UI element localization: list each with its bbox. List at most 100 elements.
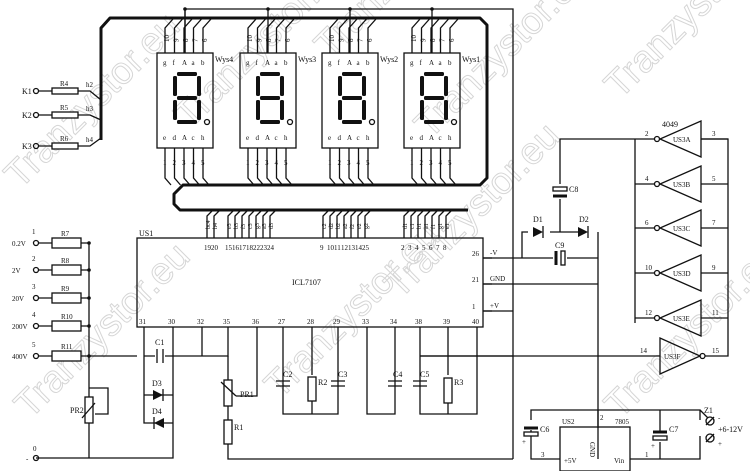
display-pin-wire [430,148,438,186]
pin-number: 27 [278,318,286,326]
pin-wire [262,209,270,238]
digit-segment [444,76,448,96]
display-pin-number: 9 [338,38,346,42]
input-terminal[interactable] [32,266,40,274]
display-pin-number: 8 [265,38,273,42]
display-pin-wire [285,18,295,53]
svg-text:D3: D3 [152,379,162,388]
segment-label: c [275,134,278,142]
resistor-label: R7 [61,230,70,238]
svg-text:C1: C1 [155,338,164,347]
pin-wire [438,209,446,238]
digit-segment [424,120,444,124]
segment-label: d [256,134,260,142]
range-number: 5 [32,341,36,349]
display-pin-wire [367,148,375,186]
watermark-text: Tranzystor.eu [0,5,188,196]
display-pin-number: 10 [410,35,418,43]
input-terminal[interactable] [32,322,40,330]
pin-number: 24 [267,244,275,252]
svg-text:R1: R1 [234,423,243,432]
key-wire [38,90,102,101]
segment-label: f [256,59,259,67]
pin-number: 11 [334,244,341,252]
power-connector-z1[interactable]: Z1 - +6-12V + [704,406,743,448]
display-label: Wys1 [462,55,480,64]
input-terminal[interactable] [32,239,40,247]
segment-label: f [173,59,176,67]
svg-text:C2: C2 [283,370,292,379]
pin-number: 38 [415,318,423,326]
gate-output-pin: 5 [712,175,716,183]
segment-label: A [429,134,434,142]
segment-label: A [347,59,352,67]
display-pin-number: 4 [357,159,361,167]
resistor [51,237,82,249]
signal-label: f1 [430,224,437,229]
gate-output-pin: 7 [712,219,716,227]
signal-label: h4 [213,223,219,229]
segment-label: b [448,59,452,67]
range-label: 20V [12,295,24,303]
capacitor-c9: C9 [554,241,566,266]
svg-text:PR1: PR1 [240,390,254,399]
gate-output-pin: 3 [712,130,716,138]
display-pin-wire [348,18,358,53]
digit-segment [338,76,342,96]
display-pin-wire [449,18,459,53]
gate-name: US3A [673,136,691,144]
pin-number: 22 [253,244,261,252]
segment-label: b [366,59,370,67]
signal-label: g2 [364,223,370,229]
pin-number: 23 [260,244,268,252]
resistor-r2: R2 [307,376,327,402]
display-pin-number: 5 [448,159,452,167]
resistor-label: R6 [60,135,69,143]
input-terminal[interactable] [32,352,40,360]
svg-text:PR2: PR2 [70,406,84,415]
gate-input-pin: 14 [640,347,648,355]
display-pin-wire [164,148,172,186]
digit-segment [260,120,280,124]
key-terminal[interactable] [32,111,40,119]
us3-part: 4049 [662,120,678,129]
display-pin-number: 10 [328,35,336,43]
resistor-label: R8 [61,257,70,265]
digit-segment [342,120,362,124]
pin-wire [336,209,344,238]
display-body [321,52,379,149]
resistor-label: R10 [61,313,73,321]
display-pin-number: 2 [173,159,177,167]
us1-top-pin: 4b1 [415,209,425,252]
key-terminal[interactable] [32,87,40,95]
segment-label: g [410,59,414,67]
inverter-bubble [653,180,661,188]
gate-name: US3E [673,315,690,323]
signal-label: e2 [357,223,363,229]
us2-gnd-label: GND [588,442,596,457]
display-pin-number: 9 [256,38,264,42]
us1-top-pin: 3c1 [408,209,418,252]
pin-wire [213,209,221,238]
inverter-bubble [653,135,661,143]
range-number: 3 [32,283,36,291]
segment-label: a [357,59,361,67]
resistor-label: R4 [60,80,69,88]
display-pin-number: 2 [256,159,260,167]
input-terminal[interactable] [32,294,40,302]
display-pin-number: 3 [265,159,269,167]
display-pin-wire [202,18,212,53]
display-pin-wire [420,18,430,53]
display-pin-number: 6 [366,38,374,42]
display-pin-wire [247,18,257,53]
